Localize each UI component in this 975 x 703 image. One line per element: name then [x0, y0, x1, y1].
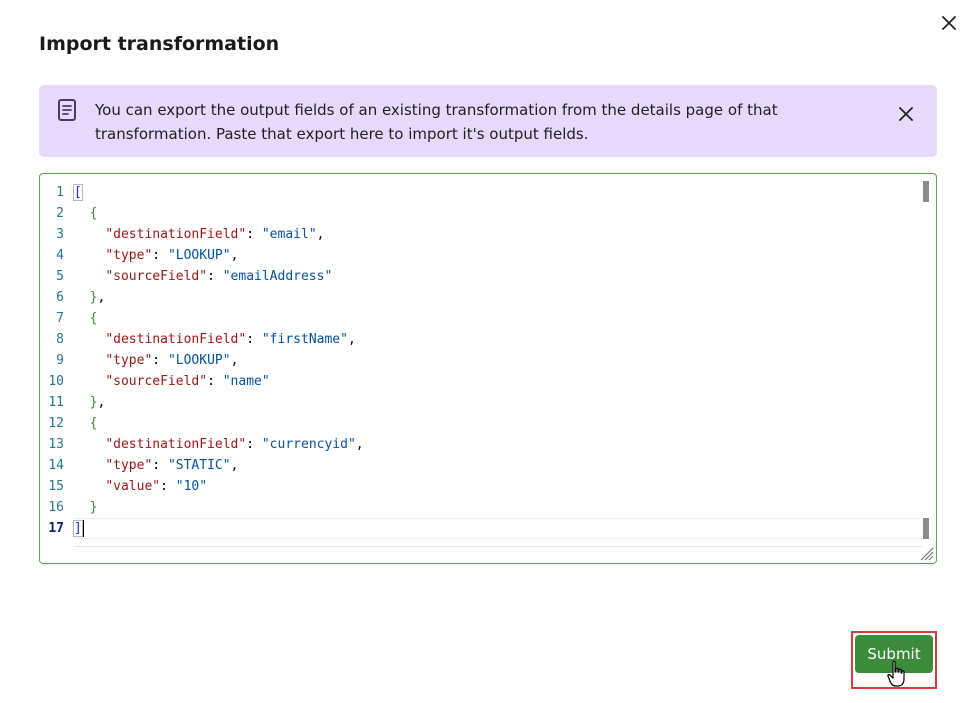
- line-number: 10: [48, 374, 64, 389]
- code-line[interactable]: [: [73, 184, 83, 201]
- text-cursor: [82, 520, 85, 537]
- line-number: 5: [56, 269, 64, 284]
- dialog-title: Import transformation: [39, 33, 280, 55]
- code-area[interactable]: [ { "destinationField": "email", "type":…: [73, 182, 922, 539]
- line-number: 4: [56, 248, 64, 263]
- line-number: 13: [48, 437, 64, 452]
- info-banner-line-1: You can export the output fields of an e…: [95, 101, 778, 119]
- code-line[interactable]: "type": "LOOKUP",: [105, 248, 239, 263]
- line-number: 12: [48, 416, 64, 431]
- code-line[interactable]: "value": "10": [105, 479, 208, 494]
- code-line[interactable]: ]: [73, 518, 922, 539]
- line-number: 17: [48, 521, 64, 536]
- line-number: 11: [48, 395, 64, 410]
- dialog-close-button[interactable]: [938, 12, 960, 34]
- line-number: 7: [56, 311, 64, 326]
- code-line[interactable]: },: [89, 395, 106, 410]
- code-line[interactable]: "destinationField": "currencyid",: [105, 437, 364, 452]
- close-icon: [899, 107, 913, 121]
- line-number: 14: [48, 458, 64, 473]
- line-number: 6: [56, 290, 64, 305]
- code-line[interactable]: "destinationField": "email",: [105, 227, 325, 242]
- code-line[interactable]: {: [89, 206, 98, 221]
- info-banner-line-2: transformation. Paste that export here t…: [95, 125, 589, 143]
- line-number: 16: [48, 500, 64, 515]
- info-banner-text: You can export the output fields of an e…: [95, 98, 855, 146]
- line-number: 8: [56, 332, 64, 347]
- code-line[interactable]: {: [89, 416, 98, 431]
- document-icon: [57, 98, 77, 122]
- line-number: 2: [56, 206, 64, 221]
- banner-close-button[interactable]: [895, 103, 917, 125]
- line-number: 9: [56, 353, 64, 368]
- code-line[interactable]: "sourceField": "emailAddress": [105, 269, 333, 284]
- line-number: 3: [56, 227, 64, 242]
- vertical-scrollbar[interactable]: [922, 181, 930, 539]
- code-line[interactable]: },: [89, 290, 106, 305]
- code-line[interactable]: }: [89, 500, 98, 515]
- code-line[interactable]: "destinationField": "firstName",: [105, 332, 356, 347]
- hand-pointer-icon: [886, 660, 908, 688]
- line-number: 15: [48, 479, 64, 494]
- line-number: 1: [56, 185, 64, 200]
- code-line[interactable]: "type": "LOOKUP",: [105, 353, 239, 368]
- scrollbar-thumb-end[interactable]: [923, 518, 929, 539]
- code-line[interactable]: {: [89, 311, 98, 326]
- info-banner: You can export the output fields of an e…: [39, 85, 937, 157]
- code-line[interactable]: "type": "STATIC",: [105, 458, 239, 473]
- scrollbar-thumb[interactable]: [923, 181, 929, 202]
- close-icon: [942, 16, 956, 30]
- code-line[interactable]: "sourceField": "name": [105, 374, 270, 389]
- horizontal-scrollbar[interactable]: [74, 546, 922, 547]
- resize-handle-icon[interactable]: [918, 545, 934, 561]
